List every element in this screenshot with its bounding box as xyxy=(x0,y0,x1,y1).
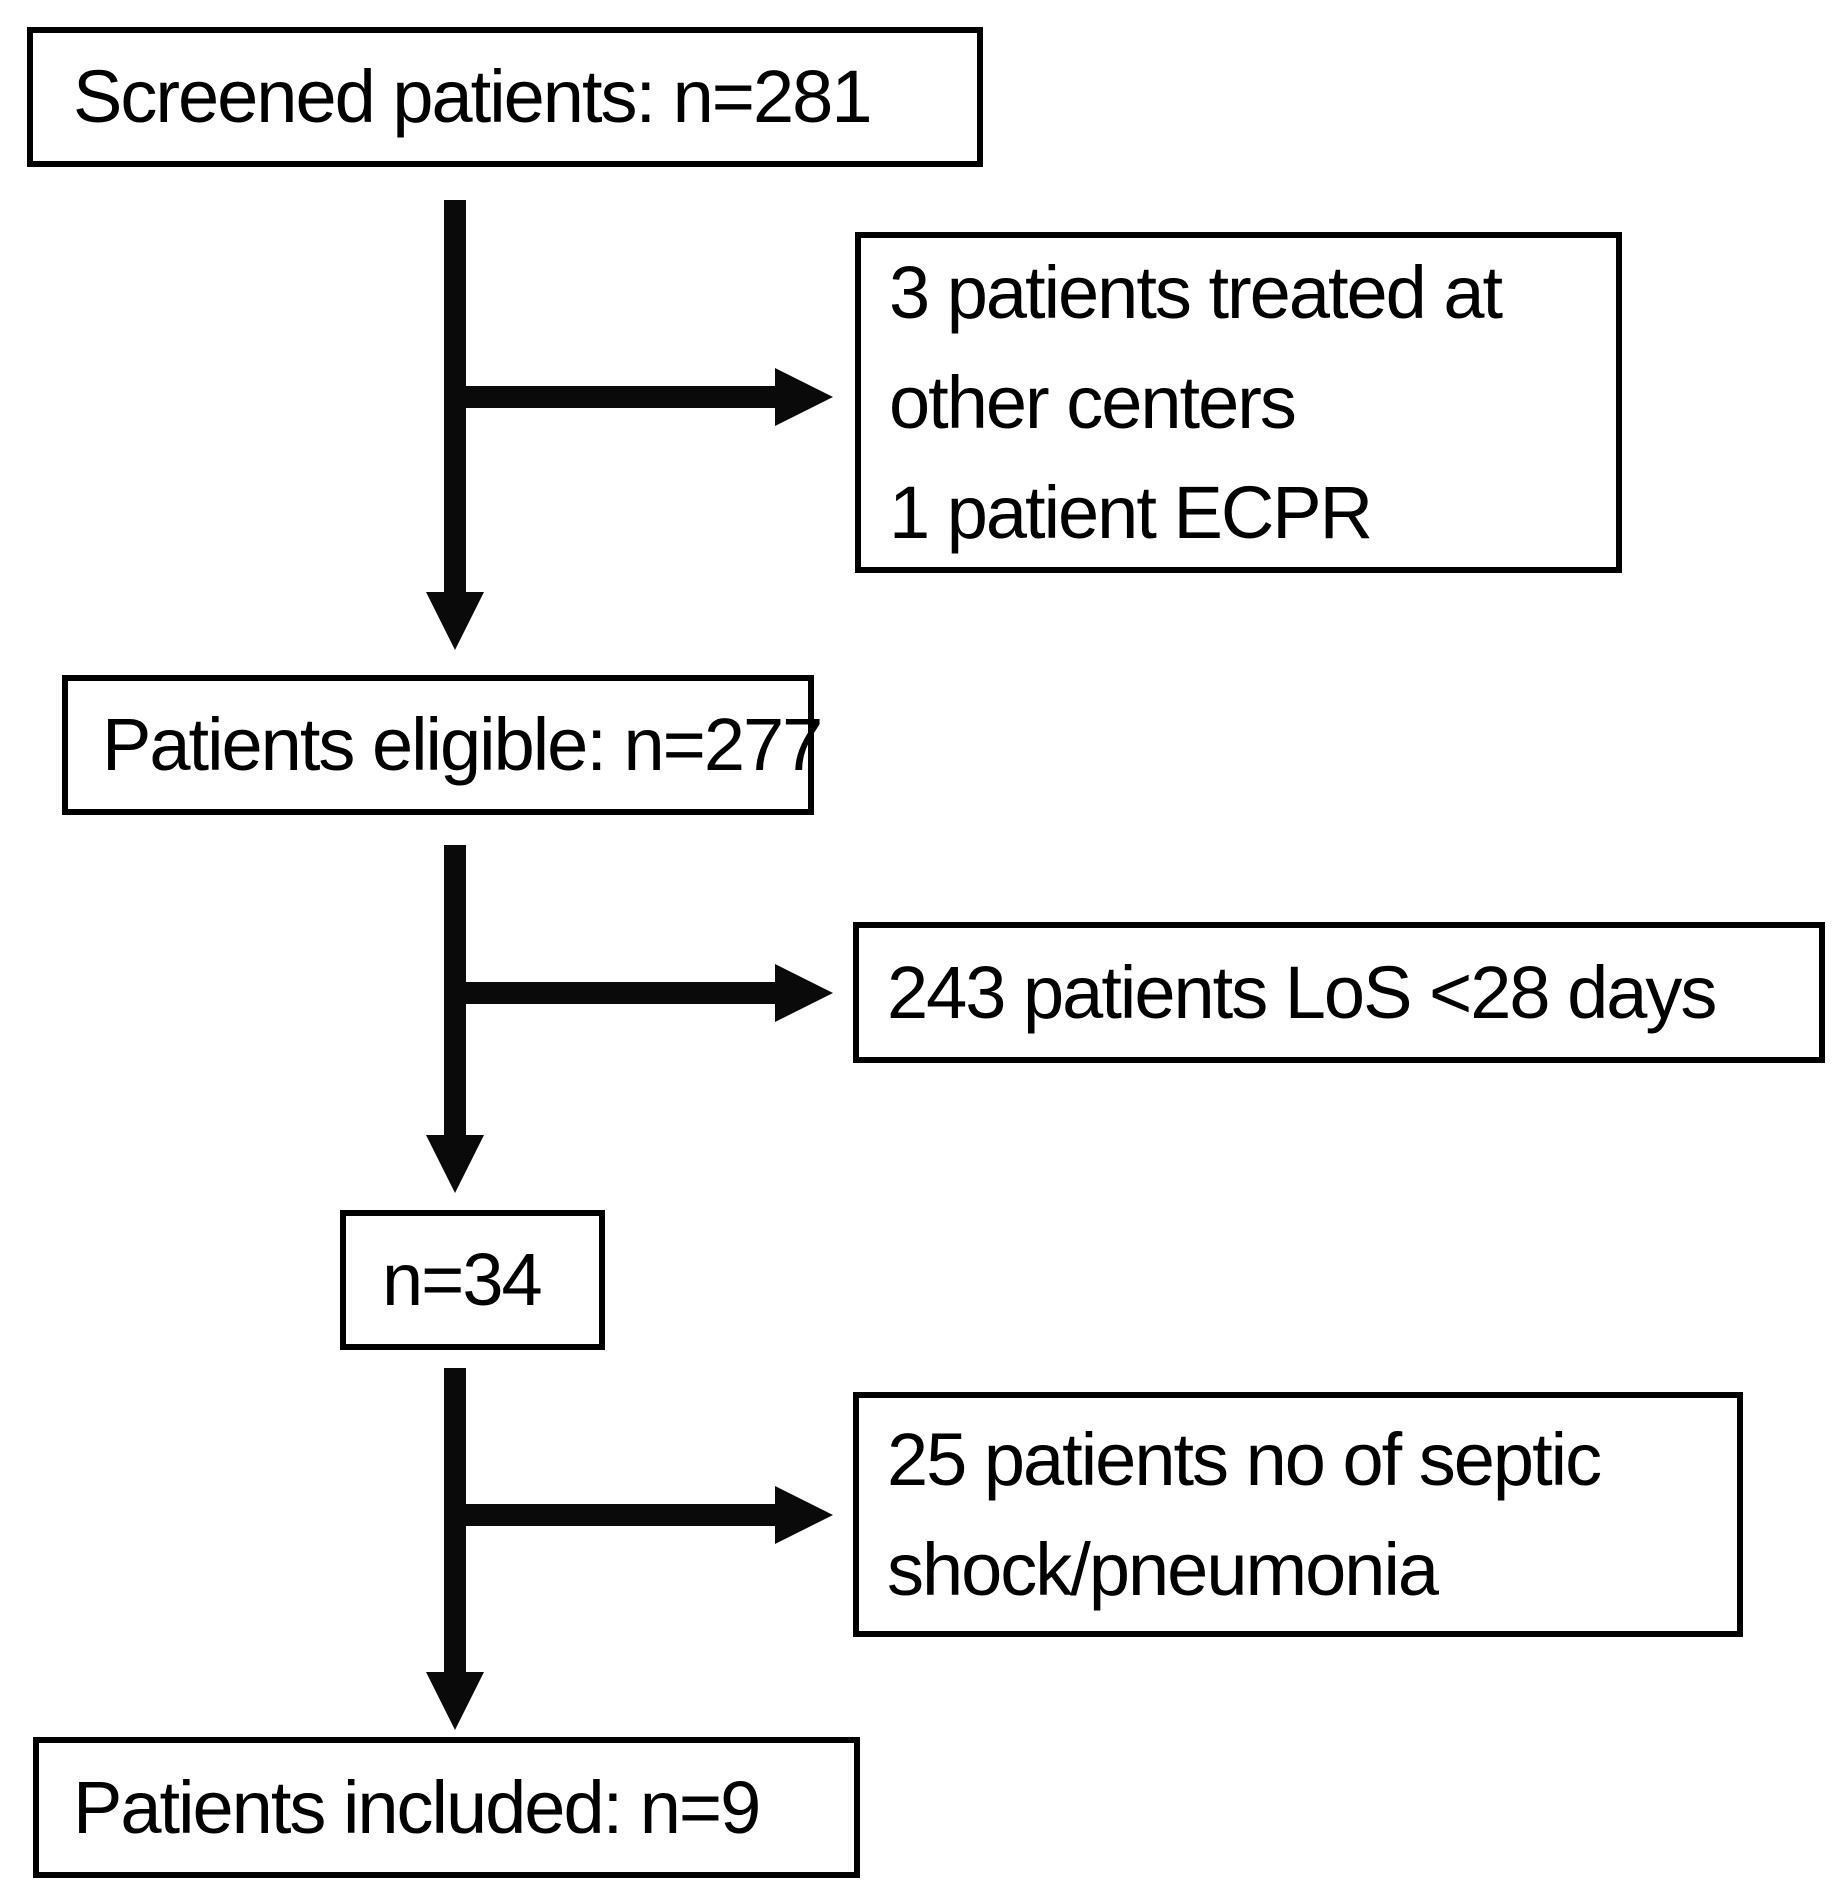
excluded-top-line-2: other centers xyxy=(889,360,1297,444)
excluded-top-line-1: 3 patients treated at xyxy=(889,250,1503,334)
arrowhead-right-icon xyxy=(775,964,833,1022)
box-n34-label: n=34 xyxy=(382,1238,543,1322)
box-screened-patients: Screened patients: n=281 xyxy=(27,27,983,167)
box-excluded-septic: 25 patients no of septic shock/pneumonia xyxy=(853,1392,1743,1637)
arrowhead-down-icon xyxy=(426,1672,484,1730)
box-patients-included: Patients included: n=9 xyxy=(33,1737,860,1878)
arrowhead-down-icon xyxy=(426,592,484,650)
arrowhead-right-icon xyxy=(775,1486,833,1544)
excluded-top-line-3: 1 patient ECPR xyxy=(889,470,1373,554)
box-excluded-other-centers-ecpr: 3 patients treated at other centers 1 pa… xyxy=(855,232,1622,573)
box-patients-eligible: Patients eligible: n=277 xyxy=(62,675,823,815)
excluded-septic-line-2: shock/pneumonia xyxy=(887,1527,1439,1611)
box-excluded-los: 243 patients LoS <28 days xyxy=(853,922,1825,1063)
box-screened-patients-label: Screened patients: n=281 xyxy=(73,55,872,139)
arrowhead-down-icon xyxy=(426,1135,484,1193)
box-patients-included-label: Patients included: n=9 xyxy=(73,1765,761,1849)
box-patients-eligible-label: Patients eligible: n=277 xyxy=(102,703,823,787)
branch-to-excluded-septic-shaft xyxy=(455,1504,775,1526)
branch-to-excluded-los-shaft xyxy=(455,982,775,1004)
excluded-septic-line-1: 25 patients no of septic xyxy=(887,1417,1602,1501)
arrowhead-right-icon xyxy=(775,368,833,426)
box-n34: n=34 xyxy=(340,1210,605,1350)
branch-to-excluded-top-shaft xyxy=(455,386,775,408)
box-excluded-los-label: 243 patients LoS <28 days xyxy=(887,950,1717,1034)
